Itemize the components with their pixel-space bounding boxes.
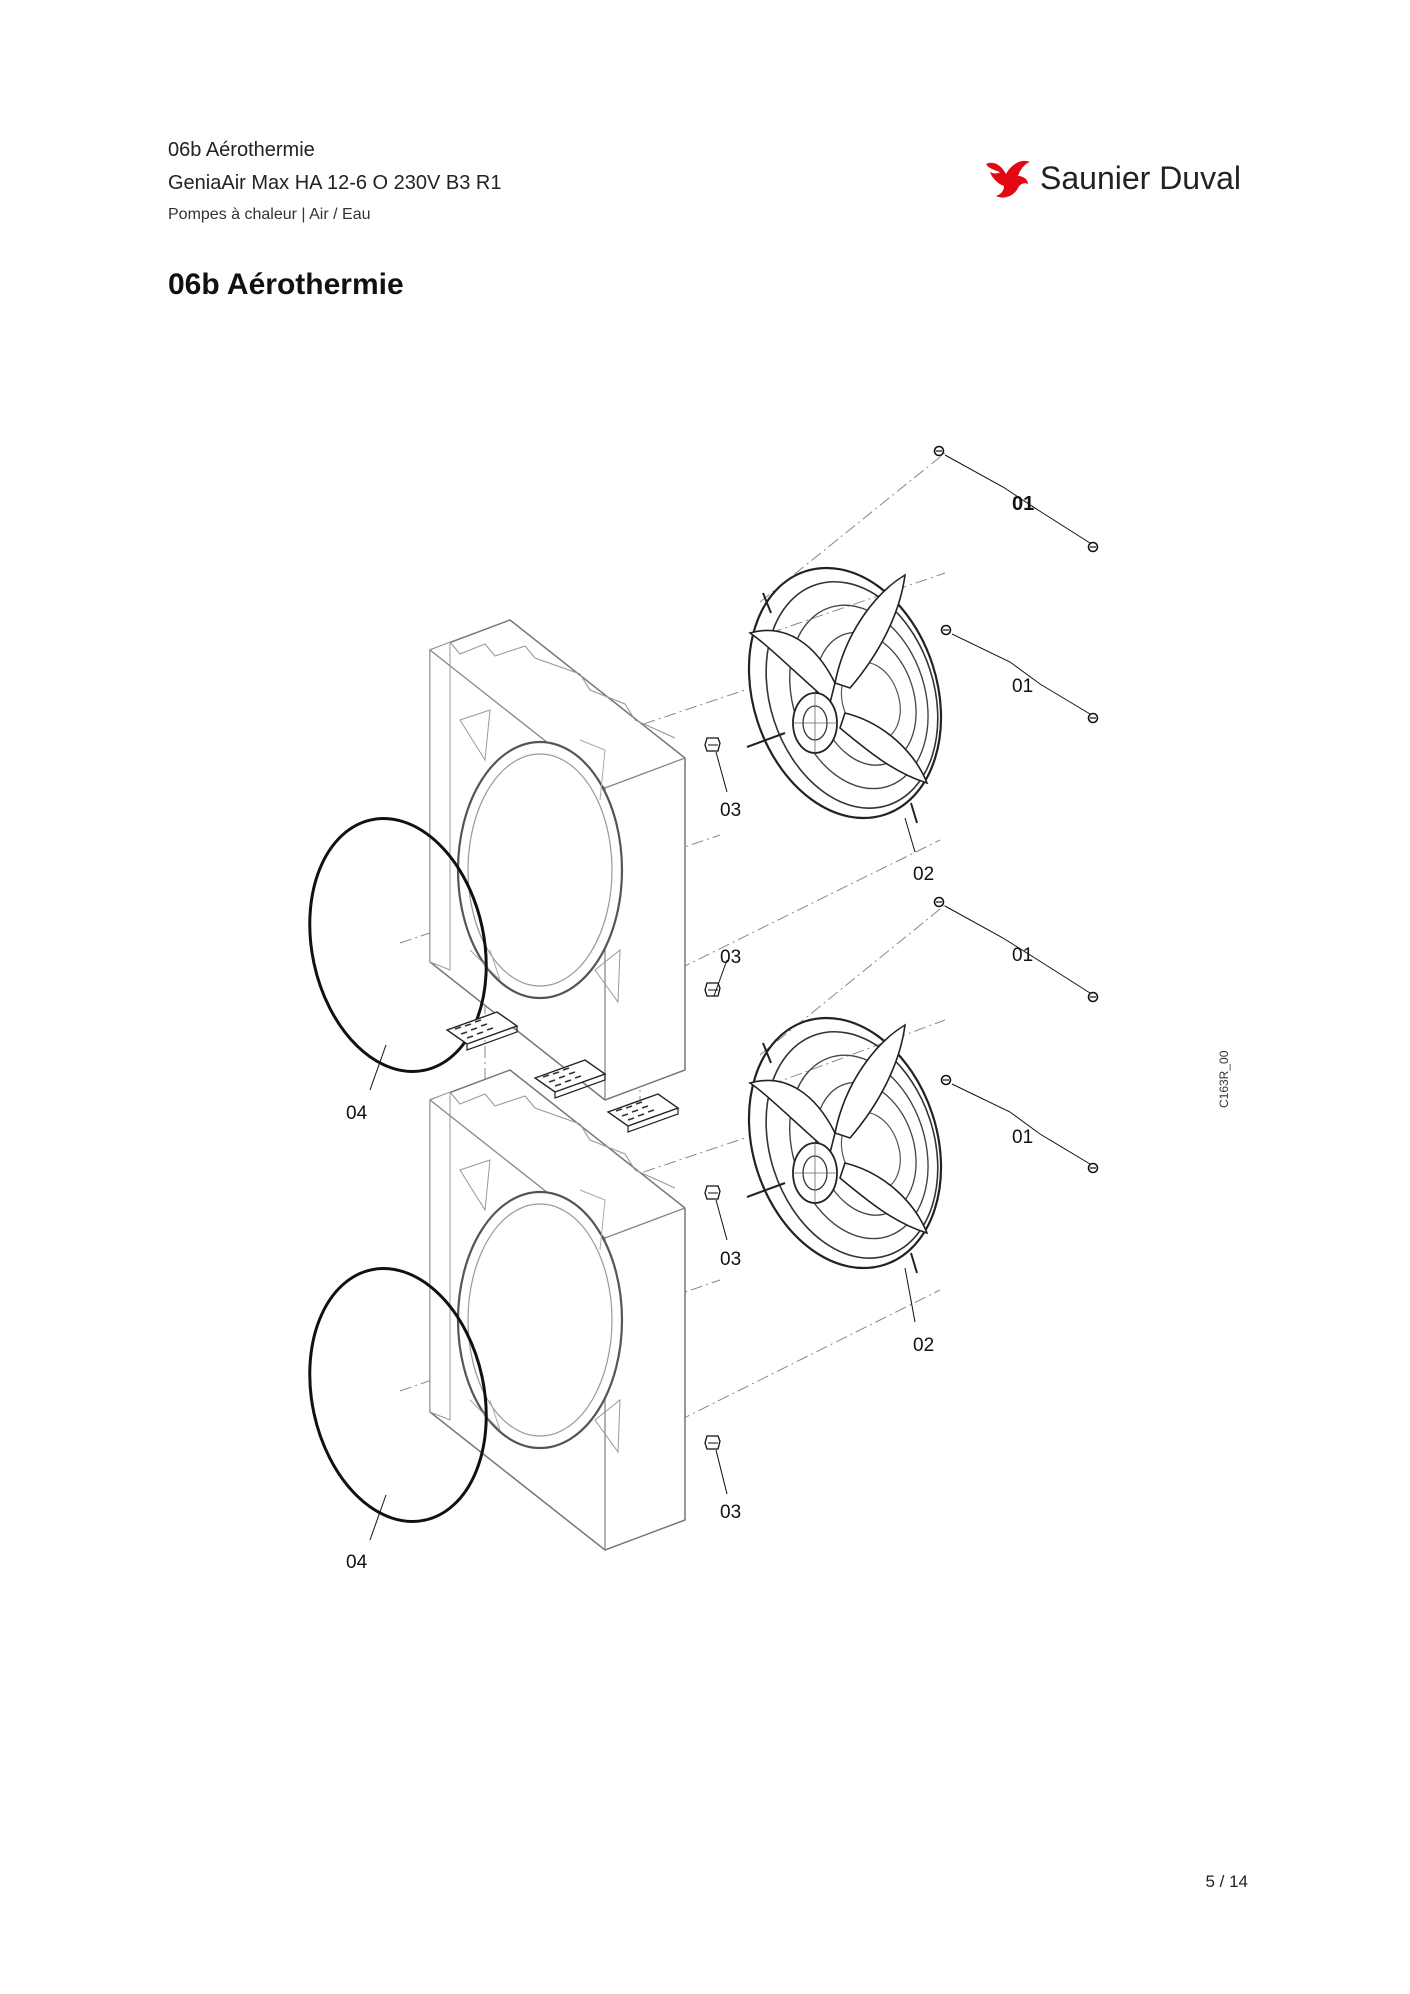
callout-04: 04	[346, 1103, 368, 1124]
drawing-reference: C163R_00	[1217, 1050, 1231, 1108]
callout-01: 01	[1012, 493, 1034, 515]
callout-02: 02	[913, 1335, 934, 1356]
header-section: 06b Aérothermie	[168, 139, 315, 161]
callout-03: 03	[720, 1502, 741, 1523]
document-header: 06b Aérothermie GeniaAir Max HA 12-6 O 2…	[168, 134, 502, 230]
callout-02: 02	[913, 864, 934, 885]
bird-logo-icon	[986, 160, 1030, 198]
brand-logo: Saunier Duval	[980, 154, 1241, 202]
callout-04: 04	[346, 1552, 368, 1573]
header-product: GeniaAir Max HA 12-6 O 230V B3 R1	[168, 172, 502, 194]
callout-03: 03	[720, 947, 741, 968]
callout-03: 03	[720, 1249, 741, 1270]
brand-name: Saunier Duval	[1040, 159, 1241, 196]
grille-right	[607, 1093, 679, 1133]
page-number: 5 / 14	[1205, 1872, 1248, 1891]
clips	[704, 737, 721, 1450]
upper-gasket	[308, 817, 488, 1073]
upper-fan	[716, 541, 974, 845]
callout-01: 01	[1012, 1127, 1033, 1148]
lower-gasket	[308, 1267, 488, 1523]
callout-03: 03	[720, 800, 741, 821]
page-title: 06b Aérothermie	[168, 268, 404, 301]
callout-01: 01	[1012, 676, 1033, 697]
lower-fan-frame	[428, 1068, 687, 1552]
callout-01: 01	[1012, 945, 1033, 966]
lower-fan	[716, 991, 974, 1295]
callout-leaders	[369, 454, 1091, 1541]
header-category: Pompes à chaleur | Air / Eau	[168, 206, 371, 223]
screws	[933, 445, 1099, 1174]
